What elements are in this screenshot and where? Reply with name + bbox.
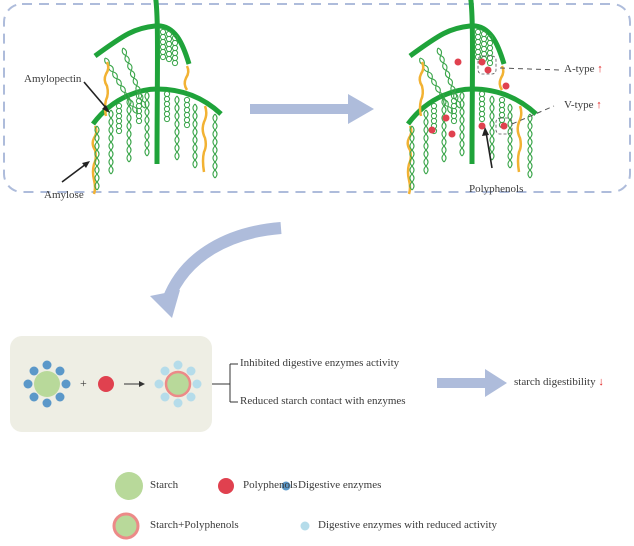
complex-with-reduced-enzymes: [154, 360, 202, 408]
plus-sign: +: [80, 376, 87, 390]
transform-arrow: [250, 94, 374, 124]
effect-reduced-contact: Reduced starch contact with enzymes: [240, 395, 406, 407]
legend-enzyme-swatch: [281, 481, 291, 491]
a-type-text: A-type: [564, 63, 595, 75]
amylopectin-pointer: [83, 81, 108, 110]
legend-complex-label: Starch+Polyphenols: [150, 519, 239, 531]
a-type-up-arrow-icon: ↑: [597, 63, 603, 75]
down-arrow-icon: ↓: [598, 376, 604, 388]
amylopectin-label: Amylopectin: [24, 73, 82, 85]
a-type-label: A-type ↑: [564, 63, 603, 75]
polyphenol-molecule: [98, 376, 114, 392]
curved-down-arrow: [150, 222, 282, 318]
v-type-pointer: [511, 105, 555, 125]
top-dashed-frame: [3, 3, 631, 193]
v-type-region: [495, 117, 513, 135]
amylose-label: Amylose: [44, 189, 84, 201]
v-type-up-arrow-icon: ↑: [596, 99, 602, 111]
result-label: starch digestibility ↓: [514, 376, 604, 388]
complexed-starch-structure: [408, 0, 536, 194]
legend-polyphenols-label: Polyphenols: [243, 479, 298, 491]
a-type-region: [477, 55, 497, 75]
polyphenols-pointer: [485, 131, 493, 169]
amylose-pointer: [61, 163, 87, 183]
polyphenols-label: Polyphenols: [469, 183, 524, 195]
v-type-text: V-type: [564, 99, 594, 111]
effects-bracket: [212, 363, 238, 403]
legend-starch-swatch: [115, 472, 143, 500]
legend-reduced-enzymes-label: Digestive enzymes with reduced activity: [318, 519, 497, 531]
legend-enzymes-label: Digestive enzymes: [298, 479, 382, 491]
effect-inhibited-enzymes: Inhibited digestive enzymes activity: [240, 357, 400, 369]
a-type-pointer: [499, 67, 561, 71]
legend-complex-swatch: [112, 512, 140, 540]
v-type-label: V-type ↑: [564, 99, 602, 111]
legend-reduced-enzyme-swatch: [300, 521, 310, 531]
result-arrow: [437, 369, 507, 397]
polyphenol-dots: [428, 58, 510, 138]
native-starch-structure: [93, 0, 221, 194]
starch-with-enzymes: [23, 360, 71, 408]
legend-polyphenol-swatch: [218, 478, 234, 494]
legend-starch-label: Starch: [150, 479, 179, 491]
result-text: starch digestibility: [514, 376, 596, 388]
